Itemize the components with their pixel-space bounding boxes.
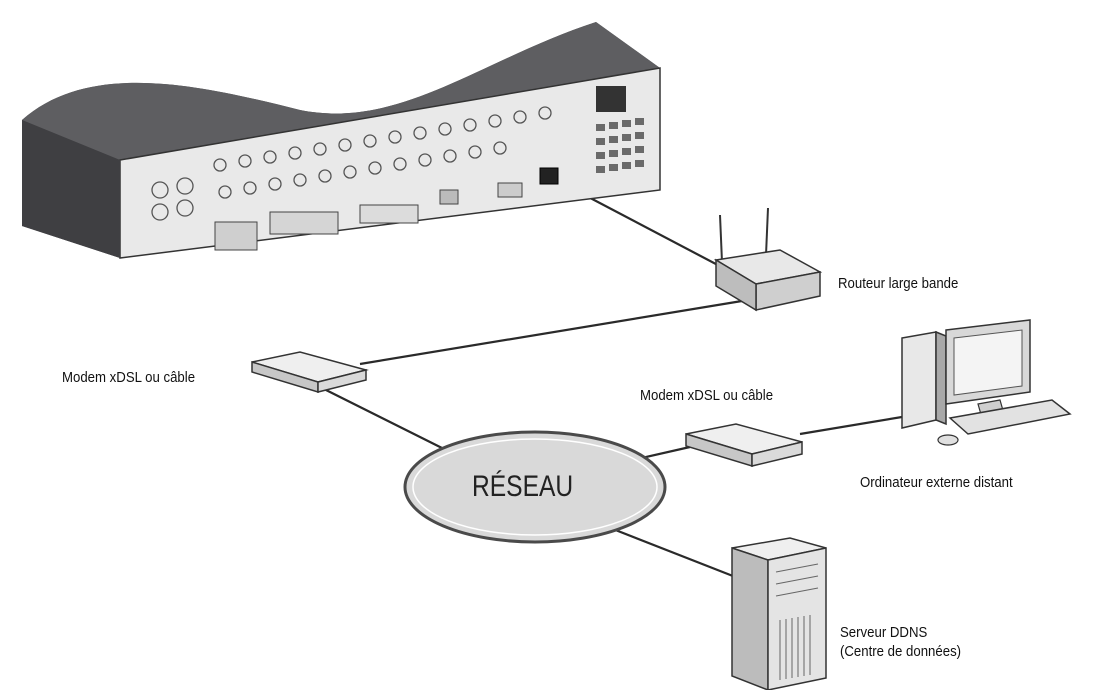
link-modem-right-pc: [799, 414, 909, 436]
modem-left-icon: [251, 351, 369, 394]
label-ddns-line1: Serveur DDNS: [840, 624, 928, 641]
modem-right-icon: [685, 423, 803, 468]
router-icon: [713, 207, 823, 312]
label-remote-pc: Ordinateur externe distant: [860, 474, 1013, 491]
label-network: RÉSEAU: [472, 470, 574, 503]
link-router-modem-left: [359, 298, 749, 366]
label-ddns-line2: (Centre de données): [840, 643, 962, 660]
dvr-recorder: [22, 22, 661, 259]
label-router: Routeur large bande: [838, 275, 959, 292]
ddns-server-icon: [731, 537, 827, 690]
label-modem-left: Modem xDSL ou câble: [62, 369, 196, 386]
link-modem-left-network: [317, 385, 451, 453]
network-cloud: [403, 430, 667, 544]
label-modem-right: Modem xDSL ou câble: [640, 387, 774, 404]
remote-computer-icon: [901, 319, 1072, 446]
